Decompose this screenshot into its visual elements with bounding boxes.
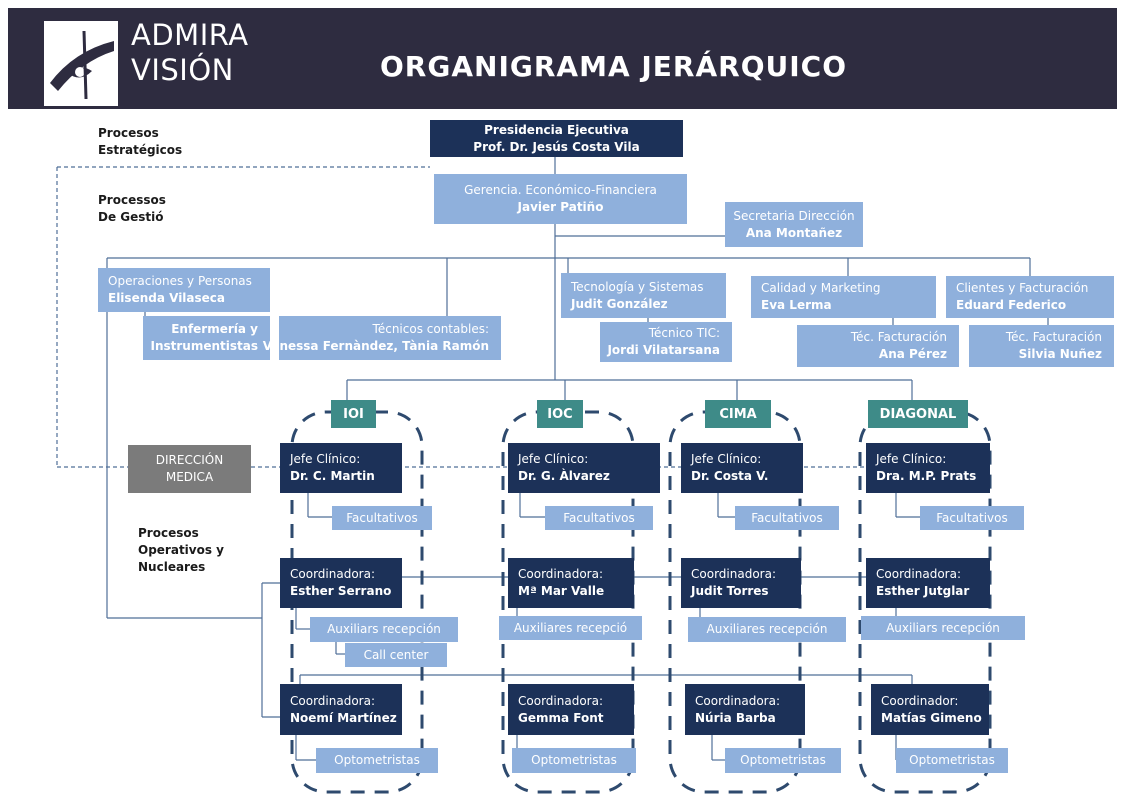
box-tecnico-tic: Técnico TIC:Jordi Vilatarsana (600, 322, 732, 362)
logo-text-line2: VISIÓN (131, 53, 234, 87)
box-aux-ioi: Auxiliars recepción (310, 617, 458, 642)
box-coord1-ioc: Coordinadora:Mª Mar Valle (508, 558, 634, 608)
box-opto-diagonal: Optometristas (896, 748, 1008, 773)
box-jefe-ioi: Jefe Clínico:Dr. C. Martin (280, 443, 402, 493)
box-facultativos-cima: Facultativos (735, 506, 839, 530)
box-callcenter-ioi: Call center (345, 643, 447, 667)
box-coord2-cima: Coordinadora:Núria Barba (685, 684, 805, 735)
box-tecnicos-contables: Técnicos contables:Vanessa Fernàndez, Tà… (263, 316, 501, 360)
box-facultativos-ioi: Facultativos (332, 506, 432, 530)
box-coord1-ioi: Coordinadora:Esther Serrano (280, 558, 402, 608)
box-coord2-ioc: Coordinadora:Gemma Font (508, 684, 634, 735)
box-coord2-diagonal: Coordinador:Matías Gimeno (871, 684, 989, 735)
box-opto-ioi: Optometristas (316, 748, 438, 773)
center-tab-ioc: IOC (537, 400, 583, 428)
box-opto-ioc: Optometristas (512, 748, 636, 773)
box-coord2-ioi: Coordinadora:Noemí Martínez (280, 684, 402, 735)
logo-text-line1: ADMIRA (131, 18, 249, 52)
box-opto-cima: Optometristas (725, 748, 841, 773)
box-jefe-cima: Jefe Clínico:Dr. Costa V. (681, 443, 803, 493)
box-facultativos-diagonal: Facultativos (920, 506, 1024, 530)
box-jefe-ioc: Jefe Clínico:Dr. G. Àlvarez (508, 443, 660, 493)
box-jefe-diagonal: Jefe Clínico:Dra. M.P. Prats (866, 443, 990, 493)
box-aux-diagonal: Auxiliars recepción (861, 616, 1025, 640)
box-aux-ioc: Auxiliares recepció (499, 616, 642, 640)
logo-eye-icon (44, 21, 118, 106)
box-facultativos-ioc: Facultativos (545, 506, 653, 530)
box-aux-cima: Auxiliares recepción (688, 617, 846, 642)
page-title: ORGANIGRAMA JERÁRQUICO (380, 50, 848, 83)
center-tab-diagonal: DIAGONAL (868, 400, 968, 428)
box-coord1-diagonal: Coordinadora:Esther Jutglar (866, 558, 990, 608)
header-banner: ADMIRA VISIÓN ORGANIGRAMA JERÁRQUICO (8, 8, 1117, 109)
center-tab-cima: CIMA (705, 400, 771, 428)
center-tab-ioi: IOI (331, 400, 376, 428)
box-coord1-cima: Coordinadora:Judit Torres (681, 558, 801, 608)
